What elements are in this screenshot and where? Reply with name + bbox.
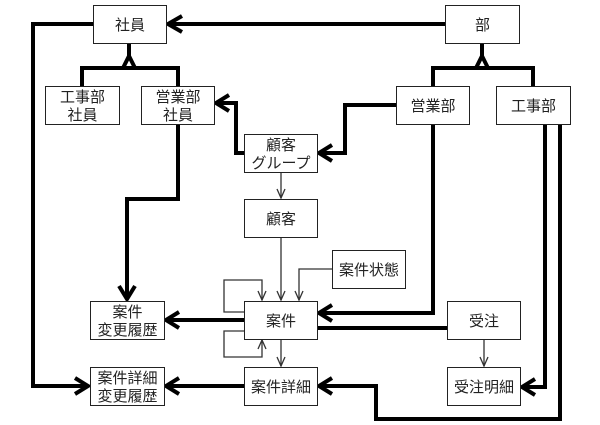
entity-juchu[interactable]: 受注 xyxy=(447,301,521,340)
entity-label: 工事部 xyxy=(59,87,105,106)
entity-label: 部 xyxy=(474,15,490,34)
entity-anken-detail[interactable]: 案件詳細 xyxy=(244,367,318,406)
entity-label: 営業部 xyxy=(410,96,456,115)
entity-label: 案件 xyxy=(112,302,143,321)
edge-kokyakugroup-eigyoshain xyxy=(216,101,244,155)
entity-label: 受注明細 xyxy=(453,377,514,396)
entity-anken-detail-history[interactable]: 案件詳細 変更履歴 xyxy=(90,367,165,406)
subtype-bu-fork xyxy=(474,51,490,69)
entity-label: 変更履歴 xyxy=(97,386,158,405)
entity-label: グループ xyxy=(251,153,311,172)
arrowhead-anken-selfref-bottom xyxy=(257,338,267,350)
arrowhead-ankenhistory-side xyxy=(162,310,181,330)
entity-label: 営業部 xyxy=(155,87,201,106)
entity-label: 変更履歴 xyxy=(97,320,158,339)
entity-eigyobu[interactable]: 営業部 xyxy=(396,86,470,125)
arrowhead-ankendetail xyxy=(315,376,334,396)
arrowhead-ankendetailhistory-left xyxy=(73,376,92,396)
edge-ankenstatus-anken xyxy=(298,268,332,300)
arrowhead-anken-from-eigyobu xyxy=(315,303,334,323)
arrowhead-ankenhistory-top xyxy=(117,284,137,303)
arrowhead-anken-selfref-top xyxy=(257,290,267,302)
entity-anken-status[interactable]: 案件状態 xyxy=(332,250,406,289)
edge-koujibu-ankendetail xyxy=(319,124,562,421)
entity-label: 社員 xyxy=(67,105,98,124)
entity-anken-history[interactable]: 案件 変更履歴 xyxy=(90,301,165,340)
entity-label: 顧客 xyxy=(265,209,296,228)
edge-anken-selfref-bottom xyxy=(223,330,263,358)
arrowhead-anken-from-kokyaku xyxy=(276,290,286,302)
entity-juchu-detail[interactable]: 受注明細 xyxy=(447,367,521,406)
entity-anken[interactable]: 案件 xyxy=(244,301,318,340)
entity-label: 案件 xyxy=(265,311,296,330)
entity-label: 顧客 xyxy=(265,135,296,154)
arrowhead-shain xyxy=(163,14,183,34)
entity-kouji-shain[interactable]: 工事部 社員 xyxy=(45,86,120,125)
entity-label: 案件詳細 xyxy=(97,368,158,387)
entity-eigyo-shain[interactable]: 営業部 社員 xyxy=(141,86,215,125)
edge-eigyobu-anken xyxy=(319,124,435,315)
edge-shain-ankendetailhistory xyxy=(31,22,93,388)
edge-eigyobu-kokyakugroup xyxy=(319,103,396,155)
entity-bu[interactable]: 部 xyxy=(445,5,520,44)
entity-kokyaku[interactable]: 顧客 xyxy=(244,199,318,238)
subtype-shain-bar xyxy=(80,66,180,86)
entity-label: 案件状態 xyxy=(338,260,399,279)
entity-koujibu[interactable]: 工事部 xyxy=(496,86,571,125)
entity-shain[interactable]: 社員 xyxy=(93,5,167,44)
arrowhead-eigyoshain xyxy=(212,93,231,113)
entity-kokyaku-group[interactable]: 顧客 グループ xyxy=(244,134,318,173)
edge-anken-selfref-top xyxy=(223,279,263,313)
arrowhead-juchudetail-from-juchu xyxy=(479,356,489,368)
arrowhead-ankendetail-from-anken xyxy=(276,356,286,368)
subtype-shain-fork xyxy=(121,51,137,69)
subtype-bu-bar xyxy=(431,66,535,86)
entity-label: 案件詳細 xyxy=(250,377,311,396)
arrowhead-ankendetailhistory-right xyxy=(162,376,181,396)
entity-label: 受注 xyxy=(468,311,499,330)
arrowhead-kokyakugroup xyxy=(315,143,334,163)
edge-eigyoshain-ankenhistory xyxy=(125,124,180,299)
entity-label: 社員 xyxy=(162,105,193,124)
entity-label: 社員 xyxy=(114,15,145,34)
edge-koujibu-juchudetail xyxy=(522,124,547,389)
arrowhead-anken-from-status xyxy=(294,290,304,302)
entity-label: 工事部 xyxy=(510,96,556,115)
arrowhead-juchudetail xyxy=(518,377,537,397)
arrowhead-kokyaku xyxy=(276,188,286,200)
